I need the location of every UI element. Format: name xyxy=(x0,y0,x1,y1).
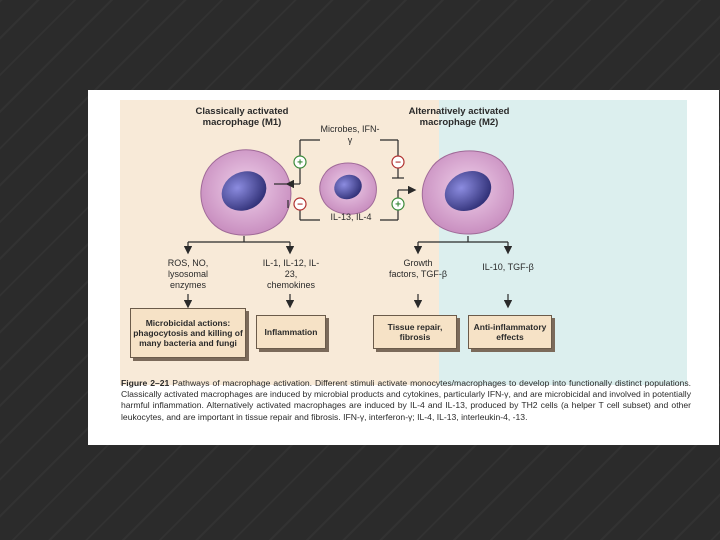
m1-effect-inflammation-box: Inflammation xyxy=(256,315,326,349)
plus-sign-m1: + xyxy=(293,155,307,169)
m1-macrophage-cell xyxy=(200,149,292,236)
m1-effect-microbicidal-box: Microbicidal actions: phagocytosis and k… xyxy=(130,308,246,358)
m2-products-il10: IL-10, TGF-β xyxy=(482,262,534,272)
m1-products-ros: ROS, NO, lysosomal enzymes xyxy=(167,258,209,290)
m2-effect-repair-box: Tissue repair, fibrosis xyxy=(373,315,457,349)
m2-effect-antiinflammatory-box: Anti-inflammatory effects xyxy=(468,315,552,349)
m2-products-growth: Growth factors, TGF-β xyxy=(388,258,448,279)
svg-text:+: + xyxy=(297,158,303,169)
svg-text:−: − xyxy=(395,158,401,169)
minus-sign-m1: − xyxy=(293,197,307,211)
monocyte-cell xyxy=(319,162,377,215)
slide-figure: + − − + Classical xyxy=(88,90,719,445)
caption-text: Pathways of macrophage activation. Diffe… xyxy=(121,378,691,422)
plus-sign-m2: + xyxy=(391,197,405,211)
m1-products-cytokines: IL-1, IL-12, IL-23, chemokines xyxy=(262,258,320,290)
figure-caption: Figure 2–21 Pathways of macrophage activ… xyxy=(121,378,691,423)
pathway-diagram: + − − + xyxy=(183,139,515,309)
m1-title: Classically activated macrophage (M1) xyxy=(195,106,289,128)
figure-label: Figure 2–21 xyxy=(121,378,170,388)
svg-text:−: − xyxy=(297,200,303,211)
stimulus-m1-label: Microbes, IFN-γ xyxy=(320,124,380,145)
m2-macrophage-cell xyxy=(421,150,515,235)
stimulus-m2-label: IL-13, IL-4 xyxy=(330,212,372,222)
svg-text:+: + xyxy=(395,200,401,211)
product-connectors xyxy=(183,236,513,309)
m2-title: Alternatively activated macrophage (M2) xyxy=(408,106,510,128)
minus-sign-m2: − xyxy=(391,155,405,169)
